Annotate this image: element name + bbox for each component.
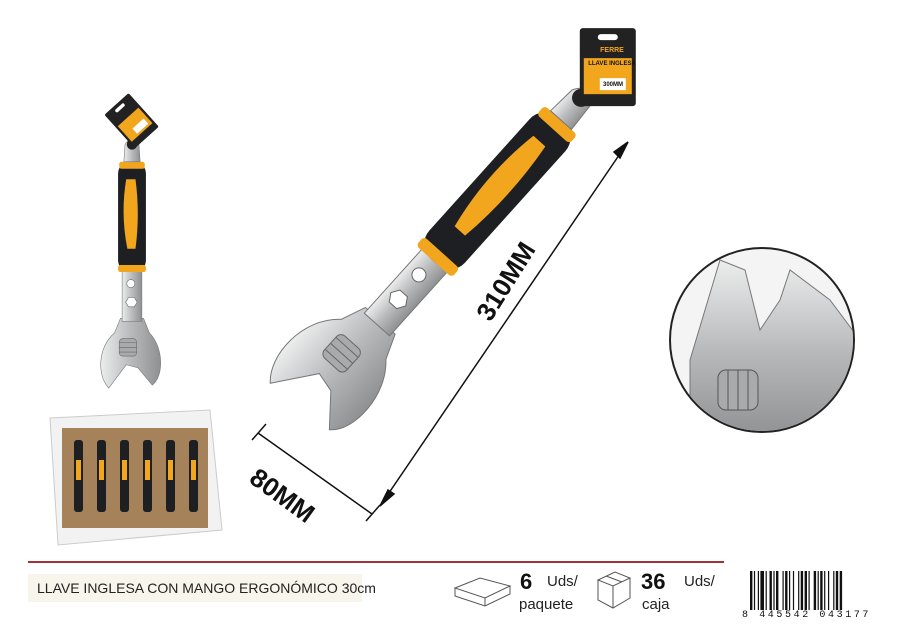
barcode-bar [776, 571, 779, 611]
barcode-bar [808, 571, 810, 611]
box-unit-sub: caja [642, 596, 670, 613]
tray-icon [453, 577, 512, 607]
box-unit-label: Uds/ [684, 573, 715, 590]
barcode-bar [765, 571, 767, 611]
product-title: LLAVE INGLESA CON MANGO ERGONÓMICO 30cm [37, 580, 376, 596]
barcode-bar [782, 571, 784, 611]
barcode-bars [750, 571, 843, 611]
barcode-bar [750, 571, 753, 611]
barcode-bar [789, 571, 791, 611]
barcode-bar [835, 571, 839, 611]
barcode-bar [798, 571, 800, 611]
barcode-bar [800, 571, 804, 611]
barcode-digits: 8 445542 043177 [742, 610, 872, 621]
carton-box-icon [596, 571, 632, 609]
barcode-bar [813, 571, 817, 611]
barcode-bar [773, 571, 775, 611]
pack-unit-sub: paquete [519, 596, 574, 613]
box-quantity: 36 [641, 569, 666, 594]
barcode-bar [753, 571, 756, 611]
barcode-bar [785, 571, 788, 611]
card-brand: FERRE [600, 47, 624, 54]
card-label: LLAVE INGLESA [588, 61, 636, 67]
small-wrench-image [100, 92, 161, 389]
length-dimension-line [379, 141, 629, 507]
pack-quantity: 6 [520, 569, 533, 594]
barcode-bar [839, 571, 843, 611]
barcode-bar [757, 571, 759, 611]
barcode-bar [804, 571, 807, 611]
barcode-bar [817, 571, 819, 611]
width-dimension-line [251, 423, 381, 522]
barcode-bar [824, 571, 826, 611]
barcode-bar [792, 571, 795, 611]
barcode-bar [820, 571, 823, 611]
barcode-bar [828, 571, 830, 611]
jaw-detail-circle [669, 247, 855, 433]
barcode-bar [760, 571, 764, 611]
title-box [28, 574, 362, 602]
divider-line [28, 561, 724, 563]
pack-unit-label: Uds/ [547, 573, 578, 590]
card-size: 300MM [602, 82, 623, 88]
display-box-image [49, 409, 223, 546]
barcode-bar [769, 571, 772, 611]
barcode-bar [833, 571, 835, 611]
